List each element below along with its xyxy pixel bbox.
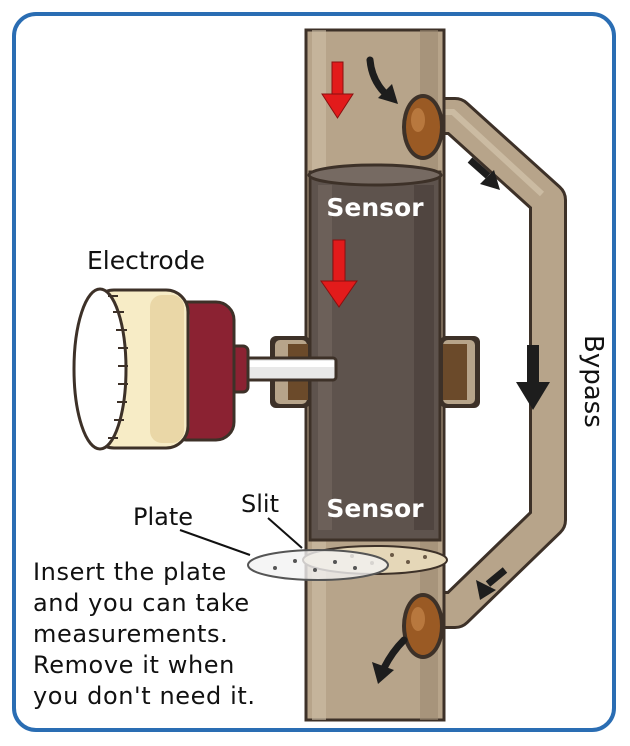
dark-arrow-bypass-top	[467, 157, 500, 190]
bottom-bypass-port	[402, 593, 444, 659]
sensor-bottom-label: Sensor	[326, 494, 424, 523]
note-line: and you can take	[33, 589, 250, 617]
sensor-top-label: Sensor	[326, 193, 424, 222]
plate-label: Plate	[133, 503, 194, 531]
sensor-chamber	[307, 163, 443, 542]
red-flow-arrow-sensor	[320, 239, 358, 308]
bypass-label: Bypass	[578, 335, 608, 428]
note-line: Remove it when	[33, 651, 235, 679]
slit-label: Slit	[241, 490, 279, 518]
note-line: measurements.	[33, 620, 229, 648]
note-line: Insert the plate	[33, 558, 227, 586]
dark-arrow-bypass-bottom	[476, 567, 508, 600]
instruction-note: Insert the plate and you can take measur…	[33, 557, 256, 712]
red-flow-arrow-top	[321, 61, 354, 119]
top-bypass-port	[402, 94, 444, 160]
dark-arrow-bottom-curve	[372, 636, 408, 684]
plate	[247, 549, 389, 581]
electrode-label: Electrode	[87, 246, 205, 275]
slit-leader-line	[267, 517, 303, 549]
dark-arrow-bypass-down	[516, 345, 550, 410]
right-mount	[440, 336, 480, 408]
plate-leader-line	[179, 529, 251, 556]
electrode	[72, 287, 338, 451]
dark-arrow-top-head	[378, 84, 398, 104]
note-line: you don't need it.	[33, 682, 256, 710]
